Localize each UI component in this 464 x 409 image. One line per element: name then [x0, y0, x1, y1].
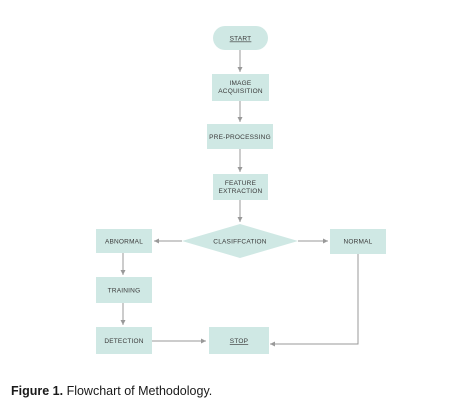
connectors: [120, 50, 359, 347]
methodology-flowchart: START IMAGE ACQUISITION PRE-PROCESSING F…: [96, 26, 386, 354]
node-abnormal: ABNORMAL: [96, 229, 152, 253]
pre-processing-label: PRE-PROCESSING: [209, 134, 271, 141]
normal-label: NORMAL: [343, 239, 372, 246]
arrow-normal-to-stop: [270, 254, 359, 347]
stop-label: STOP: [230, 338, 248, 345]
image-acquisition-label-line2: ACQUISITION: [218, 88, 263, 95]
node-stop: STOP: [209, 327, 269, 354]
figure-caption-label: Figure 1.: [11, 384, 64, 398]
abnormal-label: ABNORMAL: [105, 239, 143, 246]
figure-caption-text: Flowchart of Methodology.: [63, 384, 213, 398]
classification-label: CLASIFFCATION: [213, 239, 267, 246]
feature-extraction-label-line1: FEATURE: [225, 180, 257, 187]
feature-extraction-label-line2: EXTRACTION: [219, 188, 263, 195]
node-normal: NORMAL: [330, 229, 386, 254]
node-start: START: [213, 26, 268, 50]
training-label: TRAINING: [108, 288, 141, 295]
node-image-acquisition: IMAGE ACQUISITION: [212, 74, 269, 101]
start-label: START: [230, 36, 252, 43]
node-pre-processing: PRE-PROCESSING: [207, 124, 273, 149]
node-feature-extraction: FEATURE EXTRACTION: [213, 174, 268, 200]
node-classification: CLASIFFCATION: [182, 224, 298, 258]
figure-caption: Figure 1. Flowchart of Methodology.: [11, 384, 212, 398]
image-acquisition-label-line1: IMAGE: [230, 80, 252, 87]
detection-label: DETECTION: [104, 338, 143, 345]
node-detection: DETECTION: [96, 327, 152, 354]
node-training: TRAINING: [96, 277, 152, 303]
